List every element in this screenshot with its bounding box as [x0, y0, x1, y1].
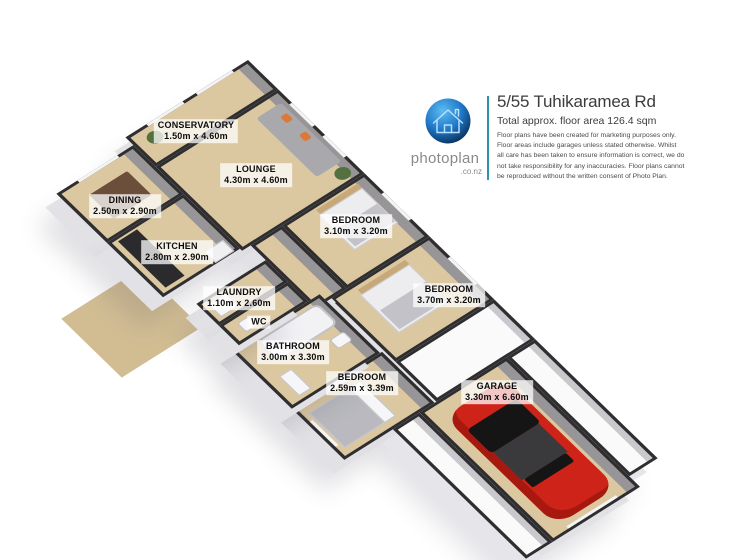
disclaimer-text: Floor plans have been created for market…	[497, 132, 685, 180]
floor-area-subtitle: Total approx. floor area 126.4 sqm	[497, 115, 657, 127]
house-icon	[425, 98, 471, 144]
plant	[331, 164, 355, 183]
toilet	[329, 331, 353, 350]
header-divider	[487, 96, 489, 180]
vanity	[278, 368, 312, 397]
brand-domain: .co.nz	[460, 167, 482, 176]
window	[447, 256, 478, 286]
photoplan-logo	[424, 97, 472, 145]
room-label-wc: WC	[247, 315, 271, 329]
window	[195, 70, 235, 96]
property-address-title: 5/55 Tuhikaramea Rd	[497, 92, 656, 111]
brand-wordmark: photoplan	[410, 150, 480, 167]
